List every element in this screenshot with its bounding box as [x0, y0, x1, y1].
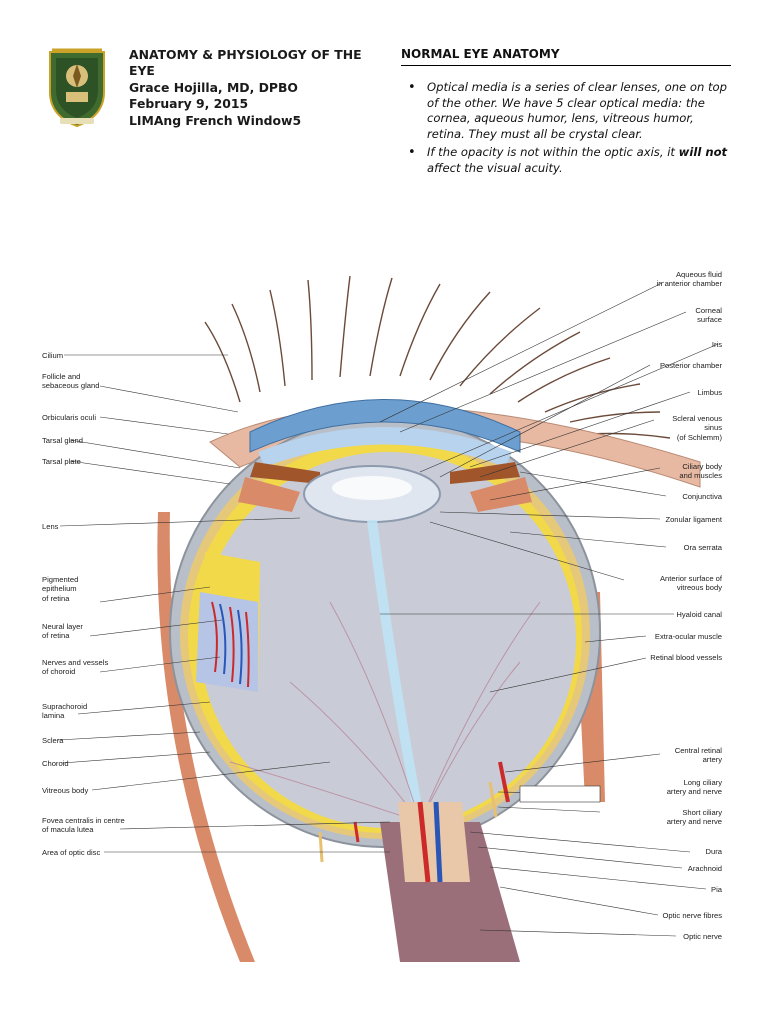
- section-title: NORMAL EYE ANATOMY: [401, 47, 731, 66]
- label-follicle-sebaceous-gland: Follicle and sebaceous gland: [42, 372, 100, 391]
- label-arachnoid: Arachnoid: [687, 864, 722, 873]
- leader-lines: [57, 281, 719, 937]
- label-suprachoroid-lamina: Suprachoroid lamina: [42, 702, 88, 721]
- label-tarsal-plate: Tarsal plate: [42, 457, 81, 466]
- bullet-item: If the opacity is not within the optic a…: [408, 145, 731, 176]
- label-retinal-blood-vessels: Retinal blood vessels: [650, 653, 722, 662]
- label-neural-layer: Neural layer of retina: [42, 622, 83, 641]
- label-tarsal-gland: Tarsal gland: [42, 436, 83, 445]
- label-aqueous-fluid: Aqueous fluid in anterior chamber: [656, 270, 722, 289]
- label-central-retinal-artery: Central retinal artery: [674, 746, 722, 765]
- eye-anatomy-figure: Cilium Follicle and sebaceous gland Orbi…: [0, 262, 768, 962]
- label-cilium: Cilium: [42, 351, 64, 360]
- label-anterior-vitreous-surface: Anterior surface of vitreous body: [659, 574, 722, 593]
- lecture-date: February 9, 2015: [129, 96, 249, 112]
- label-nerves-vessels-choroid: Nerves and vessels of choroid: [42, 658, 109, 677]
- label-lens: Lens: [42, 522, 59, 531]
- label-optic-nerve-fibres: Optic nerve fibres: [662, 911, 722, 920]
- label-sclera: Sclera: [42, 736, 64, 745]
- label-conjunctiva: Conjunctiva: [682, 492, 722, 501]
- label-choroid: Choroid: [42, 759, 69, 768]
- label-extra-ocular-muscle: Extra-ocular muscle: [654, 632, 722, 641]
- label-ciliary-body: Ciliary body and muscles: [679, 462, 722, 481]
- bullet-item: Optical media is a series of clear lense…: [408, 80, 731, 142]
- label-short-ciliary-artery: Short ciliary artery and nerve: [666, 808, 722, 827]
- label-zonular-ligament: Zonular ligament: [665, 515, 722, 524]
- label-pigmented-epithelium: Pigmented epithelium of retina: [42, 575, 79, 603]
- eyelashes: [204, 275, 671, 439]
- label-orbicularis-oculi: Orbicularis oculi: [42, 413, 97, 422]
- transcriber-name: LIMAng French Window5: [129, 112, 302, 128]
- section-block: NORMAL EYE ANATOMY Optical media is a se…: [401, 47, 731, 180]
- label-long-ciliary-artery: Long ciliary artery and nerve: [666, 778, 722, 797]
- label-fovea-centralis: Fovea centralis in centre of macula lute…: [42, 816, 125, 835]
- label-corneal-surface: Corneal surface: [695, 306, 722, 325]
- label-vitreous-body: Vitreous body: [42, 786, 89, 795]
- lecturer-name: Grace Hojilla, MD, DPBO: [129, 79, 298, 95]
- label-iris: Iris: [711, 340, 722, 349]
- document-header: ANATOMY & PHYSIOLOGY OF THE EYE Grace Ho…: [129, 47, 374, 129]
- label-scleral-venous-sinus: Scleral venous sinus (of Schlemm): [672, 414, 722, 442]
- label-hyaloid-canal: Hyaloid canal: [676, 610, 722, 619]
- school-crest-logo: [46, 46, 108, 128]
- bullet-list: Optical media is a series of clear lense…: [401, 80, 731, 177]
- label-optic-nerve: Optic nerve: [683, 932, 722, 941]
- label-limbus: Limbus: [697, 388, 722, 397]
- label-optic-disc-area: Area of optic disc: [42, 848, 101, 857]
- label-pia: Pia: [711, 885, 722, 894]
- eye-illustration: [57, 275, 719, 962]
- label-ora-serrata: Ora serrata: [683, 543, 722, 552]
- label-dura: Dura: [705, 847, 722, 856]
- label-posterior-chamber: Posterior chamber: [659, 361, 722, 370]
- document-title: ANATOMY & PHYSIOLOGY OF THE EYE: [129, 47, 362, 79]
